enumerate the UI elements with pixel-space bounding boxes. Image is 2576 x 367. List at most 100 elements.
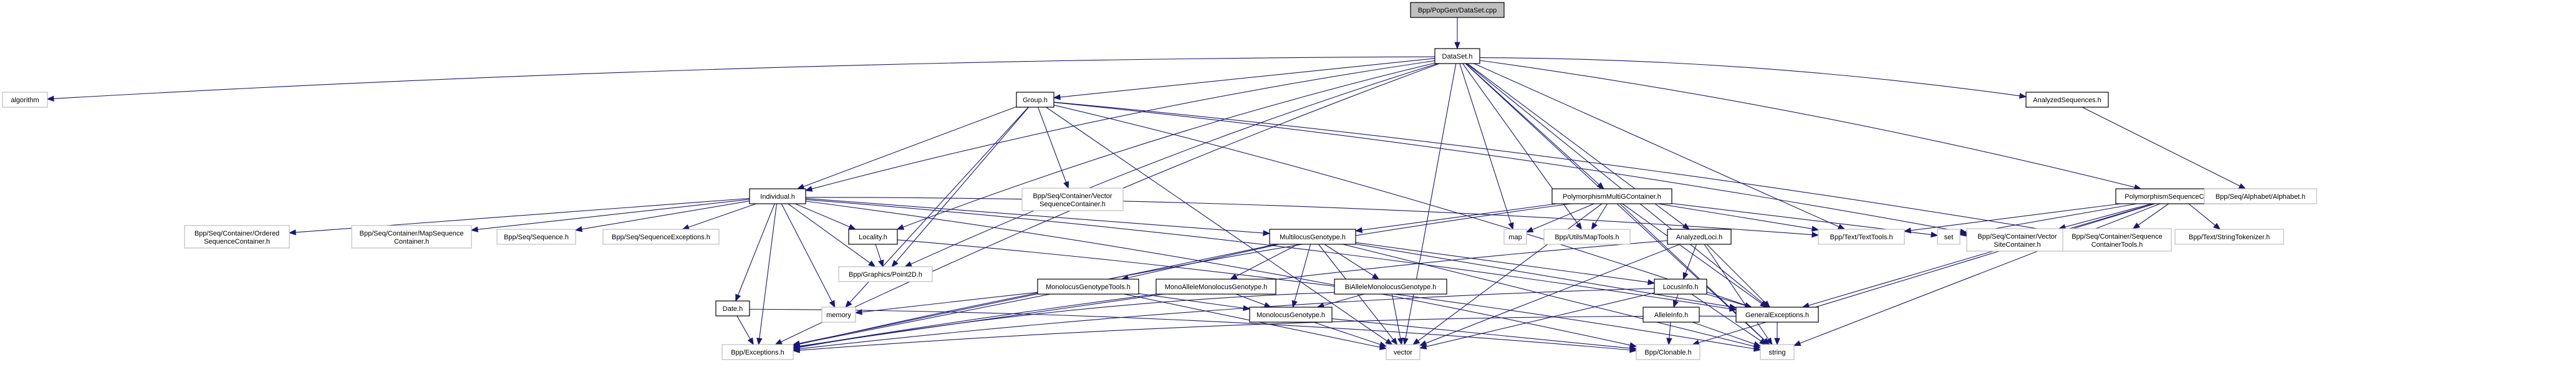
- arrowhead-icon: [1397, 337, 1404, 346]
- arrowhead-icon: [1591, 222, 1598, 231]
- node-box: [602, 229, 720, 245]
- arrowhead-icon: [829, 300, 836, 308]
- node-label: Bpp/Seq/Container/Sequence: [2072, 233, 2163, 241]
- edge-group_h-to-generalexc_h: [1053, 105, 1752, 308]
- node-box: [821, 307, 856, 323]
- edge-dataset_h-to-point2d: [905, 63, 1438, 267]
- arrowhead-icon: [1774, 338, 1780, 346]
- arrowhead-icon: [1931, 231, 1939, 238]
- edge-group_h-to-individual_h: [797, 106, 1017, 189]
- edge-alleleinfo_h-to-string: [1692, 322, 1761, 346]
- node-locality-h[interactable]: Locality.h: [848, 229, 898, 245]
- edge-group_h-to-point2d: [891, 107, 1030, 267]
- node-label: Bpp/Seq/Container/Vector: [1977, 233, 2057, 241]
- node-box: [721, 344, 794, 360]
- edge-dataset_h-to-texttools: [1474, 63, 1845, 230]
- edge-analyzedloci_h-to-vector: [1419, 244, 1681, 346]
- node-box: [1654, 279, 1707, 295]
- edge-monotools_h-to-monolocus_h: [1138, 293, 1250, 310]
- arrowhead-icon: [1385, 338, 1393, 345]
- arrowhead-icon: [1391, 337, 1398, 346]
- arrowhead-icon: [804, 186, 813, 192]
- edge-individual_h-to-locality_h: [795, 203, 856, 230]
- edge-polymg_h-to-string: [1619, 203, 1770, 345]
- node-monolocus-h[interactable]: MonolocusGenotype.h: [1249, 307, 1333, 323]
- edge-dataset_h-to-vector: [1404, 63, 1457, 345]
- node-orderedseq: Bpp/Seq/Container/OrderedSequenceContain…: [184, 225, 290, 249]
- node-label: MonoAlleleMonolocusGenotype.h: [1165, 284, 1268, 291]
- node-locusinfo-h[interactable]: LocusInfo.h: [1654, 279, 1707, 295]
- edge-dataset_h-to-algorithm: [47, 56, 1435, 100]
- arrowhead-icon: [891, 259, 899, 268]
- node-date-h[interactable]: Date.h: [715, 300, 750, 317]
- arrowhead-icon: [1419, 343, 1427, 350]
- edge-multilocus_h-to-monolocus_h: [1292, 244, 1311, 308]
- edge-date_h-to-clonable: [749, 308, 1637, 351]
- node-seqexc-h: Bpp/Seq/SequenceExceptions.h: [602, 229, 720, 245]
- node-box: [1551, 188, 1672, 204]
- edge-individual_h-to-exceptions: [758, 203, 778, 345]
- edge-locusinfo_h-to-exceptions: [793, 288, 1655, 350]
- node-label: Locality.h: [859, 234, 887, 241]
- edge-individual_h-to-seqexc_h: [682, 203, 756, 230]
- edge-individual_h-to-clonable: [805, 201, 1637, 347]
- arrowhead-icon: [1371, 273, 1380, 280]
- edge-dataset_h-to-locality_h: [897, 62, 1435, 230]
- node-dataset-h[interactable]: DataSet.h: [1434, 48, 1480, 64]
- node-maptools: Bpp/Utils/MapTools.h: [1543, 229, 1631, 245]
- edge-locusinfo_h-to-vector: [1419, 292, 1655, 349]
- node-exceptions: Bpp/Exceptions.h: [721, 344, 794, 360]
- node-label: PolymorphismMultiGContainer.h: [1563, 193, 1661, 201]
- arrowhead-icon: [1811, 226, 1820, 232]
- node-texttools: Bpp/Text/TextTools.h: [1818, 229, 1905, 245]
- arrowhead-icon: [792, 347, 800, 353]
- node-dataset-cpp[interactable]: Bpp/PopGen/DataSet.cpp: [1410, 2, 1505, 18]
- node-box: [749, 188, 806, 204]
- node-box: [1643, 307, 1700, 323]
- edge-polyseq_h-to-generalexc_h: [1802, 203, 2154, 308]
- edge-group_h-to-vecseqcont: [1037, 107, 1069, 189]
- node-label: Bpp/Clonable.h: [1644, 349, 1691, 356]
- node-label: MonolocusGenotype.h: [1257, 312, 1325, 319]
- node-monoallele-h[interactable]: MonoAlleleMonolocusGenotype.h: [1155, 279, 1276, 295]
- edge-multilocus_h-to-generalexc_h: [1355, 244, 1737, 308]
- arrowhead-icon: [1379, 341, 1387, 348]
- node-label: GeneralExceptions.h: [1745, 312, 1809, 319]
- edge-multilocus_h-to-string: [1343, 244, 1761, 348]
- node-group-h[interactable]: Group.h: [1016, 92, 1054, 108]
- node-analyzedseq-h[interactable]: AnalyzedSequences.h: [2025, 92, 2109, 108]
- node-box: [838, 266, 933, 282]
- node-monotools-h[interactable]: MonolocusGenotypeTools.h: [1037, 279, 1139, 295]
- node-box: [1966, 228, 2068, 252]
- node-box: [848, 229, 898, 245]
- edge-locusinfo_h-to-generalexc_h: [1706, 293, 1752, 308]
- node-polymg-h[interactable]: PolymorphismMultiGContainer.h: [1551, 188, 1672, 204]
- arrowhead-icon: [1758, 338, 1767, 345]
- edge-group_h-to-seqconttools: [1053, 102, 2063, 234]
- node-box: [1021, 188, 1124, 211]
- node-generalexc-h[interactable]: GeneralExceptions.h: [1735, 307, 1819, 323]
- node-box: [2062, 228, 2172, 252]
- edge-polymg_h-to-generalexc_h: [1622, 203, 1767, 308]
- node-analyzedloci-h[interactable]: AnalyzedLoci.h: [1667, 229, 1732, 245]
- node-alleleinfo-h[interactable]: AlleleInfo.h: [1643, 307, 1700, 323]
- node-label: Individual.h: [760, 193, 795, 201]
- arrowhead-icon: [756, 337, 763, 346]
- node-individual-h[interactable]: Individual.h: [749, 188, 806, 204]
- edge-polymg_h-to-multilocus_h: [1355, 203, 1557, 232]
- node-label: Bpp/Seq/Container/Vector: [1033, 193, 1112, 200]
- node-label: Bpp/Text/TextTools.h: [1830, 234, 1893, 241]
- node-biallele-h[interactable]: BiAlleleMonolocusGenotype.h: [1334, 279, 1447, 295]
- arrowhead-icon: [2213, 222, 2221, 230]
- arrowhead-icon: [574, 226, 583, 232]
- node-box: [2, 92, 48, 108]
- edge-individual_h-to-memory: [781, 203, 836, 308]
- edge-individual_h-to-date_h: [735, 203, 775, 302]
- arrowhead-icon: [896, 224, 905, 230]
- node-multilocus-h[interactable]: MultilocusGenotype.h: [1269, 229, 1356, 245]
- node-label: Bpp/Seq/SequenceExceptions.h: [612, 234, 710, 241]
- node-label: memory: [826, 312, 851, 319]
- node-sequence-h: Bpp/Seq/Sequence.h: [496, 229, 576, 245]
- edge-biallele_h-to-exceptions: [793, 292, 1335, 349]
- node-label: Bpp/Exceptions.h: [731, 349, 784, 356]
